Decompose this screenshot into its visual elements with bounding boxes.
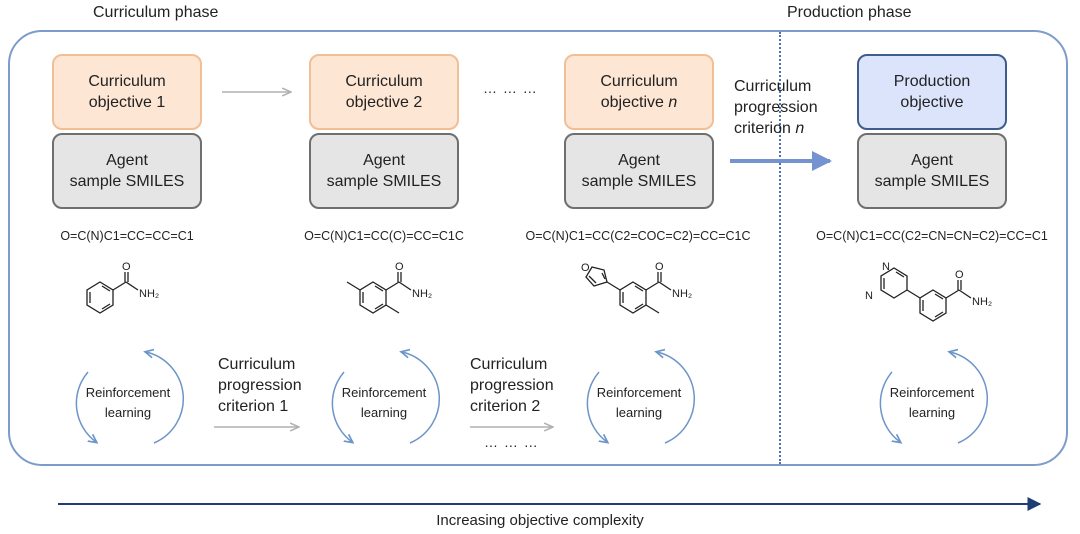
- curriculum-objective-2: Curriculum objective 2: [309, 54, 459, 130]
- agent-line1: Agent: [911, 152, 953, 169]
- molecule-4: [880, 267, 972, 322]
- rl-cycle-1: [75, 352, 185, 443]
- ellipsis-top: … … …: [483, 80, 538, 96]
- curriculum-objective-n: Curriculum objective n: [564, 54, 714, 130]
- agent-box-1: Agent sample SMILES: [52, 133, 202, 209]
- agent-box-2: Agent sample SMILES: [309, 133, 459, 209]
- diagram-frame: [8, 30, 1068, 466]
- agent-box-3: Agent sample SMILES: [564, 133, 714, 209]
- agent-line1: Agent: [363, 152, 405, 169]
- rl-line1: Reinforcement: [341, 385, 427, 400]
- objective-line1: Curriculum: [345, 73, 423, 90]
- agent-line1: Agent: [106, 152, 148, 169]
- mol4-n1: N: [882, 261, 890, 273]
- objective-line1: Curriculum: [600, 73, 678, 90]
- criterion-line: Curriculum: [470, 356, 548, 373]
- smiles-3: O=C(N)C1=CC(C2=COC=C2)=CC=C1C: [525, 229, 751, 243]
- criterion-n-italic: n: [795, 120, 805, 137]
- molecule-3: [585, 266, 672, 314]
- criterion-line: progression: [218, 377, 302, 394]
- objective-n-italic: n: [668, 94, 678, 111]
- smiles-4: O=C(N)C1=CC(C2=CN=CN=C2)=CC=C1: [816, 229, 1048, 243]
- rl-line1: Reinforcement: [889, 385, 975, 400]
- rl-label-3: Reinforcement learning: [579, 383, 699, 423]
- criterion-line: progression: [470, 377, 554, 394]
- criterion-1-label: Curriculum progression criterion 1: [218, 354, 302, 417]
- criterion-line: progression: [734, 99, 818, 116]
- rl-label-2: Reinforcement learning: [324, 383, 444, 423]
- agent-line2: sample SMILES: [581, 173, 697, 190]
- objective-line2: objective: [600, 94, 669, 111]
- rl-label-4: Reinforcement learning: [872, 383, 992, 423]
- curriculum-objective-1: Curriculum objective 1: [52, 54, 202, 130]
- rl-line1: Reinforcement: [596, 385, 682, 400]
- objective-line2: objective: [900, 94, 964, 111]
- criterion-line: Curriculum: [218, 356, 296, 373]
- rl-line1: Reinforcement: [85, 385, 171, 400]
- rl-line2: learning: [360, 405, 408, 420]
- rl-cycle-4: [879, 352, 989, 443]
- smiles-1: O=C(N)C1=CC=CC=C1: [60, 229, 194, 243]
- molecule-1: [86, 272, 139, 314]
- agent-line1: Agent: [618, 152, 660, 169]
- criterion-line: Curriculum: [734, 78, 812, 95]
- objective-line1: Curriculum: [88, 73, 166, 90]
- agent-line2: sample SMILES: [874, 173, 990, 190]
- criterion-line: criterion: [734, 120, 796, 137]
- rl-label-1: Reinforcement learning: [68, 383, 188, 423]
- mol3-nh2: NH₂: [672, 288, 692, 300]
- mol1-o: O: [122, 261, 131, 273]
- agent-line2: sample SMILES: [326, 173, 442, 190]
- objective-line2: objective 1: [88, 94, 166, 111]
- mol2-o: O: [395, 261, 404, 273]
- objective-line1: Production: [893, 73, 971, 90]
- mol2-nh2: NH₂: [412, 288, 432, 300]
- mol1-nh2: NH₂: [139, 288, 159, 300]
- mol4-nh2: NH₂: [972, 296, 992, 308]
- mol3-o: O: [655, 261, 664, 273]
- production-objective: Production objective: [857, 54, 1007, 130]
- ellipsis-bottom: … … …: [484, 434, 539, 450]
- rl-line2: learning: [104, 405, 152, 420]
- criterion-line: criterion 1: [218, 398, 289, 415]
- rl-line2: learning: [615, 405, 663, 420]
- smiles-2: O=C(N)C1=CC(C)=CC=C1C: [304, 229, 464, 243]
- criterion-2-label: Curriculum progression criterion 2: [470, 354, 554, 417]
- complexity-axis-label: Increasing objective complexity: [436, 512, 644, 529]
- mol3-furan-o: O: [581, 262, 590, 274]
- agent-line2: sample SMILES: [69, 173, 185, 190]
- rl-cycle-3: [586, 352, 696, 443]
- mol4-o: O: [955, 269, 964, 281]
- phase-divider: [779, 32, 781, 464]
- objective-line2: objective 2: [345, 94, 423, 111]
- criterion-line: criterion 2: [470, 398, 541, 415]
- mol4-n2: N: [865, 290, 873, 302]
- rl-cycle-2: [331, 352, 441, 443]
- production-phase-title: Production phase: [787, 4, 912, 21]
- rl-line2: learning: [908, 405, 956, 420]
- agent-box-4: Agent sample SMILES: [857, 133, 1007, 209]
- molecule-2: [346, 272, 412, 314]
- criterion-n-label: Curriculum progression criterion n: [734, 76, 818, 139]
- curriculum-phase-title: Curriculum phase: [93, 4, 219, 21]
